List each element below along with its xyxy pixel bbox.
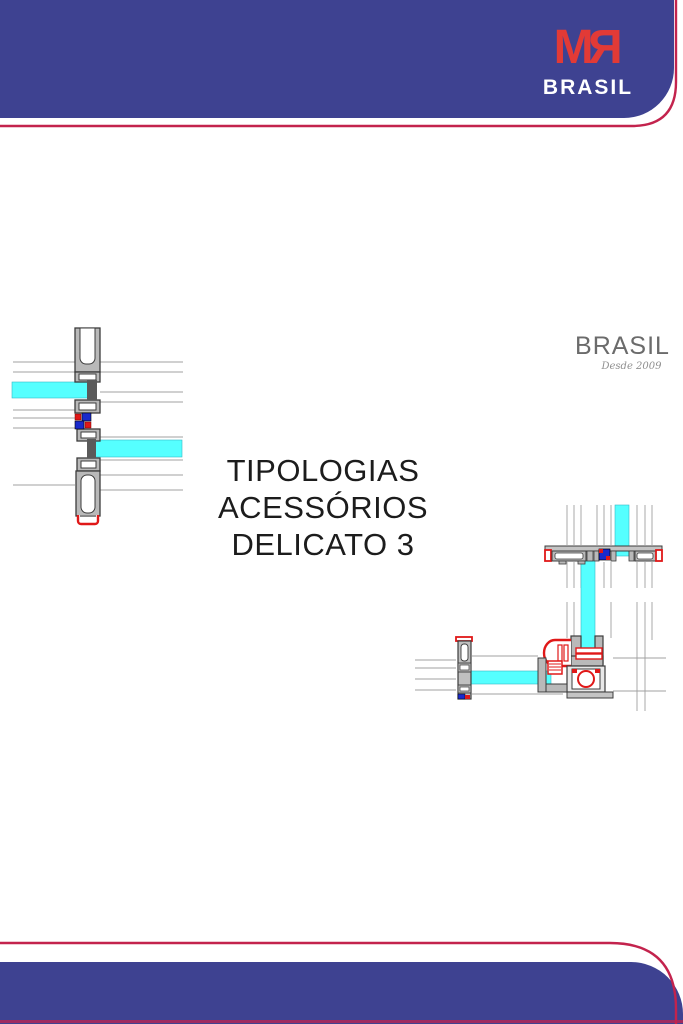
glass-pane-top — [614, 504, 630, 557]
accessory-cluster — [74, 412, 92, 430]
bottom-edge-line — [0, 1020, 683, 1023]
small-vertical-profile — [455, 636, 473, 700]
right-section-drawing — [415, 504, 666, 711]
title-line-3: DELICATO 3 — [231, 527, 415, 562]
brand-watermark: BRASIL Desde 2009 — [575, 332, 670, 373]
page-title: TIPOLOGIAS ACESSÓRIOS DELICATO 3 — [168, 452, 478, 563]
mr-logo-r-mirrored: R — [590, 21, 623, 74]
top-horizontal-profile — [544, 545, 663, 565]
title-line-2: ACESSÓRIOS — [218, 490, 428, 525]
glass-pane-right — [87, 439, 183, 458]
watermark-tagline-text: Desde 2009 — [601, 361, 662, 372]
footer-bar — [0, 962, 683, 1024]
glass-pane-middle — [580, 560, 596, 651]
left-section-drawing — [11, 327, 183, 526]
title-line-1: TIPOLOGIAS — [226, 453, 420, 488]
glass-pane-left — [11, 381, 93, 399]
watermark-brand-text: BRASIL — [575, 332, 670, 360]
corner-assembly — [537, 635, 614, 699]
mr-logo-m: M — [553, 21, 594, 74]
red-fastener-circle — [577, 670, 595, 688]
red-end-cap — [76, 515, 100, 526]
mr-logo: MR BRASIL — [533, 21, 643, 100]
header-brand-label: BRASIL — [542, 76, 634, 99]
mr-logo-text: MR — [533, 21, 643, 74]
